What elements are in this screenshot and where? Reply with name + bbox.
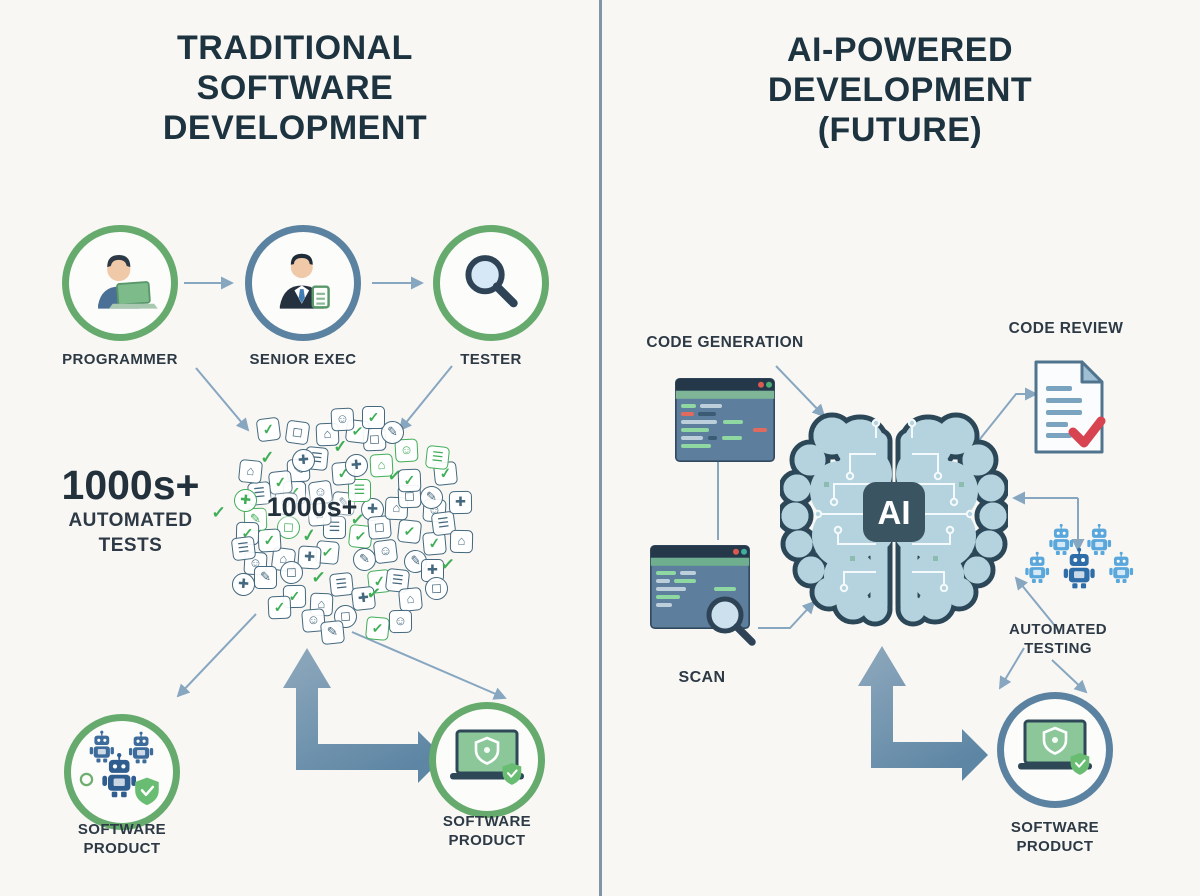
- ai-chip-label: AI: [878, 494, 911, 531]
- test-mini-icon: ◻: [425, 576, 449, 601]
- scan-label: SCAN: [678, 669, 726, 686]
- panel-divider: [599, 0, 602, 896]
- test-check-icon: ✓: [310, 567, 327, 588]
- robots-shield-icon: [79, 729, 161, 807]
- robot-group-icon: [1024, 524, 1134, 590]
- test-check-icon: ✓: [256, 528, 282, 553]
- tester-label: TESTER: [460, 351, 522, 368]
- left-panel-title: TRADITIONAL SOFTWARE DEVELOPMENT: [162, 29, 428, 148]
- senior-exec-label: SENIOR EXEC: [249, 351, 357, 368]
- test-mini-icon: ⌂: [238, 458, 264, 484]
- tests-count: 1000s+: [61, 462, 200, 508]
- test-mini-icon: ✚: [449, 490, 473, 515]
- test-check-icon: ✓: [397, 468, 422, 493]
- test-check-icon: ✓: [267, 595, 292, 620]
- test-mini-icon: ✚: [231, 572, 257, 598]
- test-check-icon: ✓: [365, 616, 391, 642]
- person-clipboard-icon: [279, 253, 330, 309]
- person-laptop-icon: [98, 254, 158, 309]
- software-product-right-label: SOFTWARE PRODUCT: [1010, 819, 1100, 855]
- test-check-icon: ✓: [364, 583, 382, 605]
- test-check-icon: ✓: [210, 502, 226, 523]
- test-mini-icon: ☰: [425, 444, 451, 471]
- software-product-right-node: [997, 692, 1113, 808]
- software-product-robots-node: [64, 714, 180, 830]
- tester-node: [433, 225, 549, 341]
- test-mini-icon: ⌂: [369, 453, 394, 479]
- programmer-node: [62, 225, 178, 341]
- test-mini-icon: ☰: [230, 535, 256, 562]
- code-window-icon: [675, 378, 775, 462]
- test-check-icon: ✓: [439, 554, 456, 575]
- software-product-left-label: SOFTWARE PRODUCT: [77, 821, 167, 857]
- big-elbow-arrow-left: [283, 648, 444, 783]
- automated-testing-label: AUTOMATED TESTING: [1008, 621, 1108, 657]
- test-check-icon: ✓: [255, 416, 282, 443]
- programmer-label: PROGRAMMER: [62, 351, 178, 368]
- big-elbow-arrow-right: [858, 646, 988, 781]
- document-check-icon: [1034, 360, 1106, 454]
- test-mini-icon: ✎: [320, 620, 346, 646]
- test-icon-cluster: 1000s+ ✓☰✎✓⌂✚✓☺◻✓☰✎✓⌂✚✓☺◻✓☰✎✓⌂✚✓☺◻✓☰✎✓⌂✚…: [200, 392, 490, 657]
- test-mini-icon: ☺: [372, 538, 398, 565]
- software-product-left2-label: SOFTWARE PRODUCT: [442, 813, 532, 849]
- test-mini-icon: ☰: [328, 571, 354, 598]
- test-check-icon: ✓: [361, 406, 386, 430]
- test-mini-icon: ✎: [352, 548, 376, 572]
- scan-magnifier-icon: [706, 596, 756, 646]
- code-generation-label: CODE GENERATION: [646, 334, 804, 351]
- test-mini-icon: ◻: [284, 419, 311, 446]
- senior-exec-node: [245, 225, 361, 341]
- ai-chip: [863, 482, 925, 542]
- code-review-label: CODE REVIEW: [1008, 320, 1124, 337]
- magnifier-icon: [465, 255, 518, 308]
- software-product-laptop-left-node: [429, 702, 545, 818]
- test-mini-icon: ◻: [279, 560, 304, 585]
- circuit-brain-icon: AI: [780, 412, 1008, 627]
- test-mini-icon: ☺: [330, 407, 355, 432]
- test-mini-icon: ⌂: [450, 529, 474, 553]
- laptop-shield-icon: [443, 729, 531, 791]
- test-mini-icon: ✎: [253, 565, 277, 589]
- test-mini-icon: ☺: [388, 609, 413, 633]
- test-mini-icon: ⌂: [398, 587, 424, 613]
- right-panel-title: AI-POWERED DEVELOPMENT (FUTURE): [767, 31, 1033, 150]
- automated-tests-note: 1000s+ AUTOMATED TESTS: [48, 462, 213, 558]
- laptop-shield-icon: [1011, 719, 1099, 781]
- cluster-count-label: 1000s+: [266, 492, 358, 522]
- test-check-icon: ✓: [396, 518, 422, 545]
